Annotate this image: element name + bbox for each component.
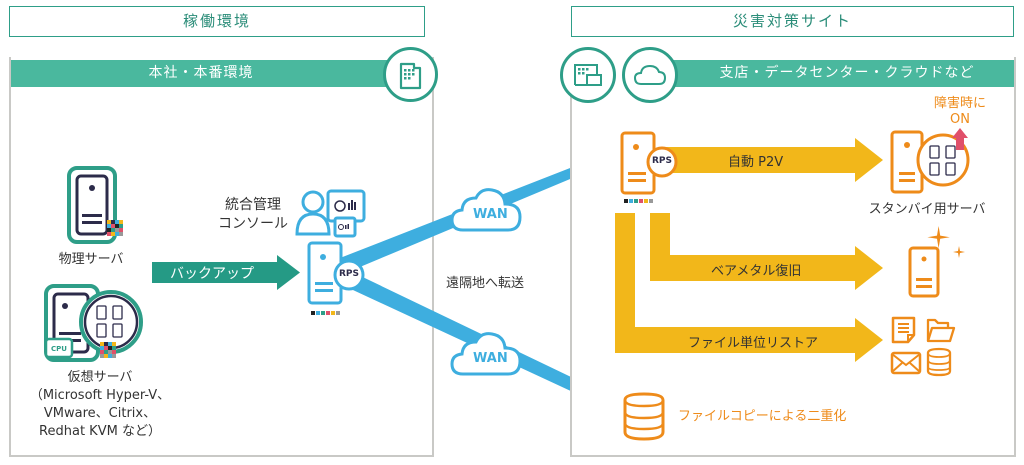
console-label: 統合管理 コンソール [213, 196, 293, 234]
failover-note-line-2: ON [950, 112, 970, 127]
wan-label-bottom: WAN [473, 351, 508, 366]
virtual-server: CPU [43, 284, 143, 364]
folder-icon [926, 318, 956, 343]
sparkle-icon [953, 246, 965, 258]
cloud-icon [633, 64, 667, 85]
backup-arrow [152, 255, 300, 290]
branch-office-badge [560, 47, 616, 103]
virtual-server-label: 仮想サーバ （Microsoft Hyper-V、 VMware、Citrix、… [10, 369, 190, 441]
virtual-server-icon [44, 284, 143, 362]
flow-label-file-restore: ファイル単位リストア [688, 336, 819, 351]
flow-label-bare-metal: ベアメタル復旧 [711, 264, 802, 279]
panel-header-dr-site: 支店・データセンター・クラウドなど [660, 60, 1014, 87]
standby-server-icon [890, 128, 970, 194]
new-server-icon [908, 226, 965, 298]
section-title-disaster-recovery: 災害対策サイト [571, 6, 1014, 37]
server-icon [67, 166, 123, 244]
cpu-tag: CPU [51, 345, 67, 353]
mail-icon [890, 351, 922, 375]
database-icon [926, 347, 952, 377]
physical-server [66, 166, 126, 246]
flow-arrow-bare-metal [650, 213, 883, 290]
office-building-badge [383, 47, 438, 102]
wan-label-top: WAN [473, 207, 508, 222]
branch-office-icon [574, 64, 602, 86]
rps-server-icon [620, 131, 678, 203]
physical-server-label: 物理サーバ [58, 252, 124, 267]
admin-console-icon [295, 189, 366, 238]
rps-badge: RPS [339, 269, 360, 279]
rps-server-secondary: RPS [618, 130, 688, 210]
panel-header-headquarters: 本社・本番環境 [11, 60, 391, 87]
failover-note: 障害時に ON [925, 96, 995, 128]
cloud-icon [450, 332, 522, 376]
rps-server-icon [307, 241, 365, 315]
virtual-server-label-line-2: （Microsoft Hyper-V、 [29, 388, 171, 403]
cloud-icon [450, 188, 522, 232]
section-title-production: 稼働環境 [9, 6, 425, 37]
wan-cloud-bottom: WAN [448, 330, 528, 380]
cloud-badge [622, 47, 678, 103]
database-icon [623, 392, 665, 441]
console-label-line-1: 統合管理 [225, 197, 281, 213]
failover-note-line-1: 障害時に [933, 96, 986, 111]
wan-cloud-top: WAN [448, 186, 528, 236]
rps-badge: RPS [652, 156, 673, 166]
document-icon [891, 316, 916, 344]
rps-server-primary: RPS [305, 240, 375, 320]
virtual-server-label-line-4: Redhat KVM など） [39, 424, 161, 439]
flow-arrow-file-restore [615, 213, 883, 362]
virtual-server-label-line-3: VMware、Citrix、 [43, 406, 157, 421]
flow-label-p2v: 自動 P2V [728, 155, 784, 170]
flow-arrow-p2v [665, 138, 883, 182]
transfer-label: 遠隔地へ転送 [446, 276, 525, 291]
standby-server-label: スタンバイ用サーバ [868, 202, 986, 217]
backup-arrow-label: バックアップ [170, 266, 254, 282]
file-icons [890, 316, 956, 377]
console-label-line-2: コンソール [218, 216, 288, 232]
office-building-icon [399, 62, 421, 89]
virtual-server-label-line-1: 仮想サーバ [67, 370, 133, 385]
power-on-arrow-icon [952, 128, 968, 150]
file-copy-label: ファイルコピーによる二重化 [678, 409, 847, 424]
sparkle-icon [927, 226, 950, 249]
recovery-flows [615, 138, 883, 362]
